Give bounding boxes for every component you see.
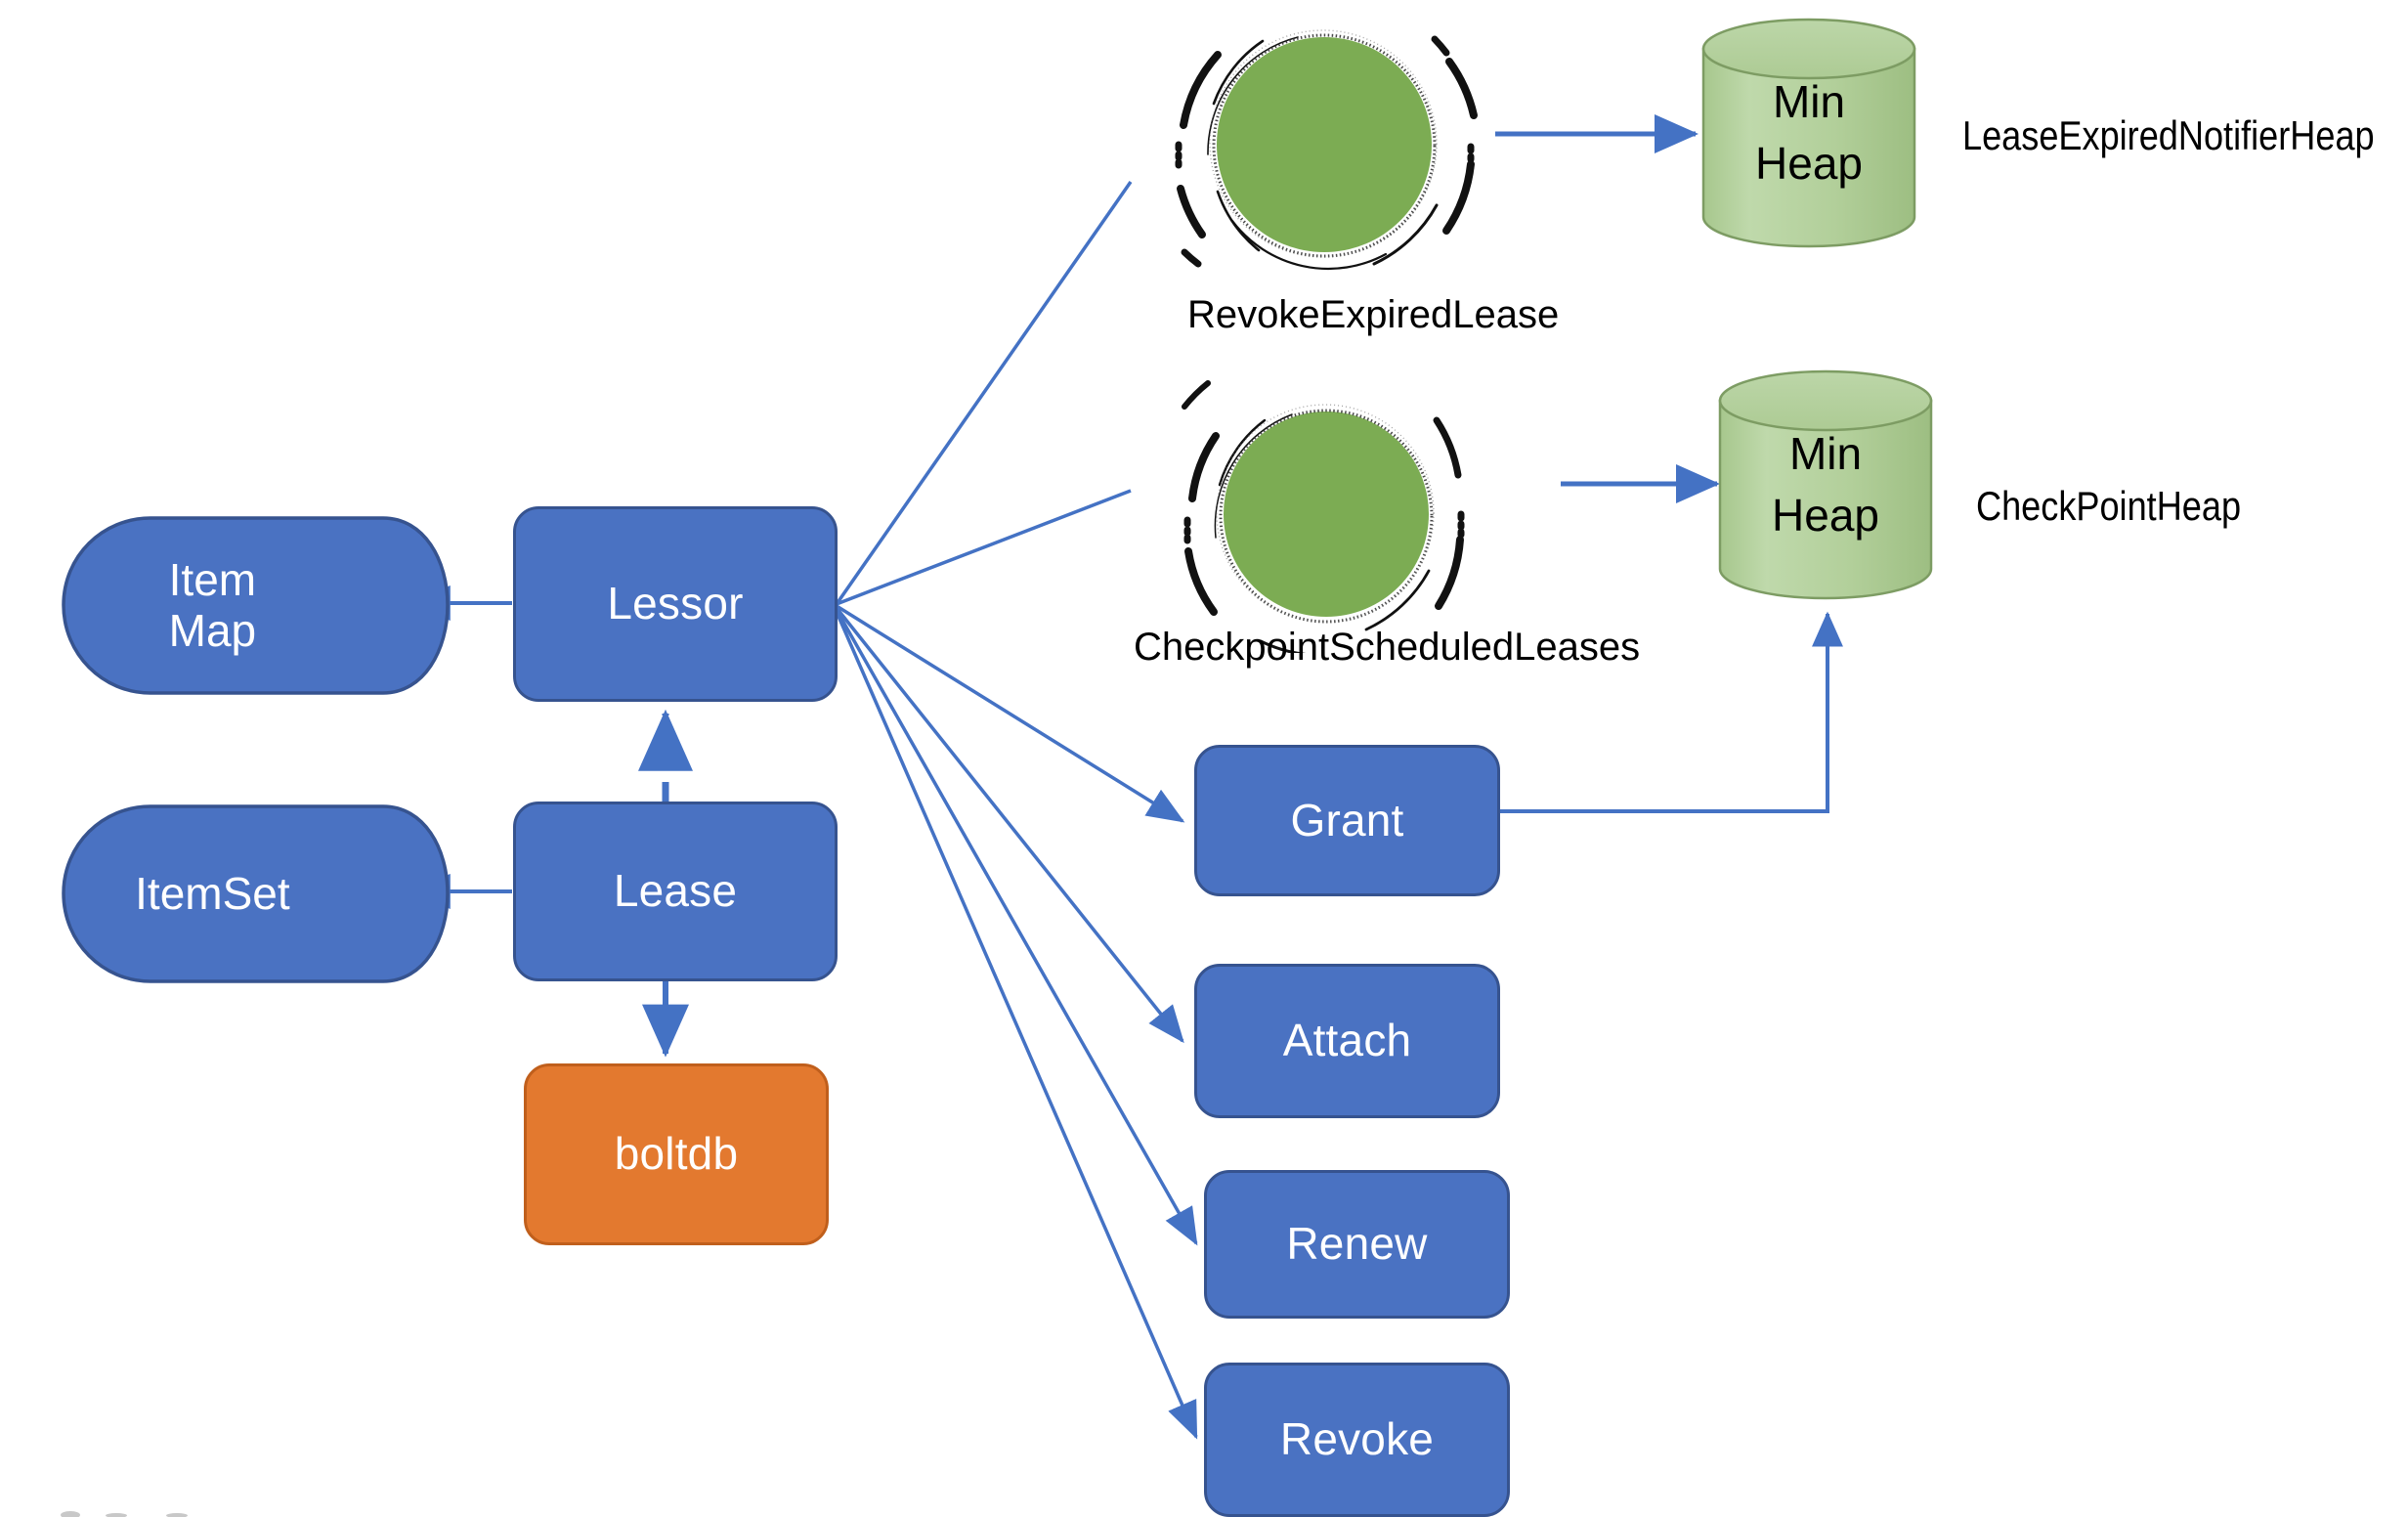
revoke-node[interactable]: Revoke bbox=[1204, 1363, 1510, 1517]
edge-fan-from-lessor bbox=[835, 180, 1198, 1440]
item-map-line-1: Item bbox=[168, 553, 257, 605]
revoke-expired-lease-label: RevokeExpiredLease bbox=[1187, 293, 1560, 336]
heap-line-2: Heap bbox=[1755, 138, 1863, 189]
revoke-expired-lease-disc bbox=[1217, 37, 1432, 252]
item-map-line-2: Map bbox=[168, 604, 257, 656]
checkpoint-scheduled-leases-disc bbox=[1224, 412, 1429, 617]
heap-line-2: Heap bbox=[1772, 490, 1879, 541]
item-map-node[interactable]: Item Map bbox=[61, 515, 471, 696]
grant-label: Grant bbox=[1290, 794, 1404, 845]
grant-node[interactable]: Grant bbox=[1194, 745, 1500, 896]
renew-label: Renew bbox=[1286, 1218, 1428, 1270]
item-map-label: Item Map bbox=[61, 553, 365, 656]
boltdb-label: boltdb bbox=[614, 1128, 739, 1180]
attach-node[interactable]: Attach bbox=[1194, 964, 1500, 1118]
heap-line-1: Min bbox=[1772, 75, 1846, 127]
attach-label: Attach bbox=[1282, 1015, 1412, 1066]
renew-node[interactable]: Renew bbox=[1204, 1170, 1510, 1319]
revoke-label: Revoke bbox=[1279, 1413, 1435, 1465]
bottom-artifact-1 bbox=[61, 1511, 80, 1517]
checkpoint-scheduled-leases-label: CheckpointScheduledLeases bbox=[1134, 626, 1641, 669]
lease-label: Lease bbox=[613, 865, 738, 917]
checkpoint-heap-text: Min Heap bbox=[1717, 423, 1934, 547]
lease-expired-notifier-heap-caption: LeaseExpiredNotifierHeap bbox=[1962, 112, 2375, 158]
bottom-artifact-2 bbox=[106, 1513, 127, 1517]
lease-expired-notifier-heap-cylinder: Min Heap bbox=[1700, 18, 1917, 248]
boltdb-node[interactable]: boltdb bbox=[524, 1063, 829, 1245]
heap-line-1: Min bbox=[1788, 427, 1863, 479]
item-set-label: ItemSet bbox=[135, 867, 290, 919]
checkpoint-heap-cylinder: Min Heap bbox=[1717, 368, 1934, 602]
checkpoint-heap-caption: CheckPointHeap bbox=[1976, 483, 2242, 529]
lessor-label: Lessor bbox=[607, 578, 744, 629]
item-set-node[interactable]: ItemSet bbox=[61, 803, 471, 984]
checkpoint-scheduled-leases-circle bbox=[1145, 379, 1507, 657]
bottom-artifact-3 bbox=[166, 1513, 188, 1517]
lease-expired-notifier-heap-text: Min Heap bbox=[1700, 71, 1917, 195]
lessor-node[interactable]: Lessor bbox=[513, 506, 838, 702]
lease-node[interactable]: Lease bbox=[513, 802, 838, 981]
revoke-expired-lease-circle bbox=[1141, 8, 1503, 282]
